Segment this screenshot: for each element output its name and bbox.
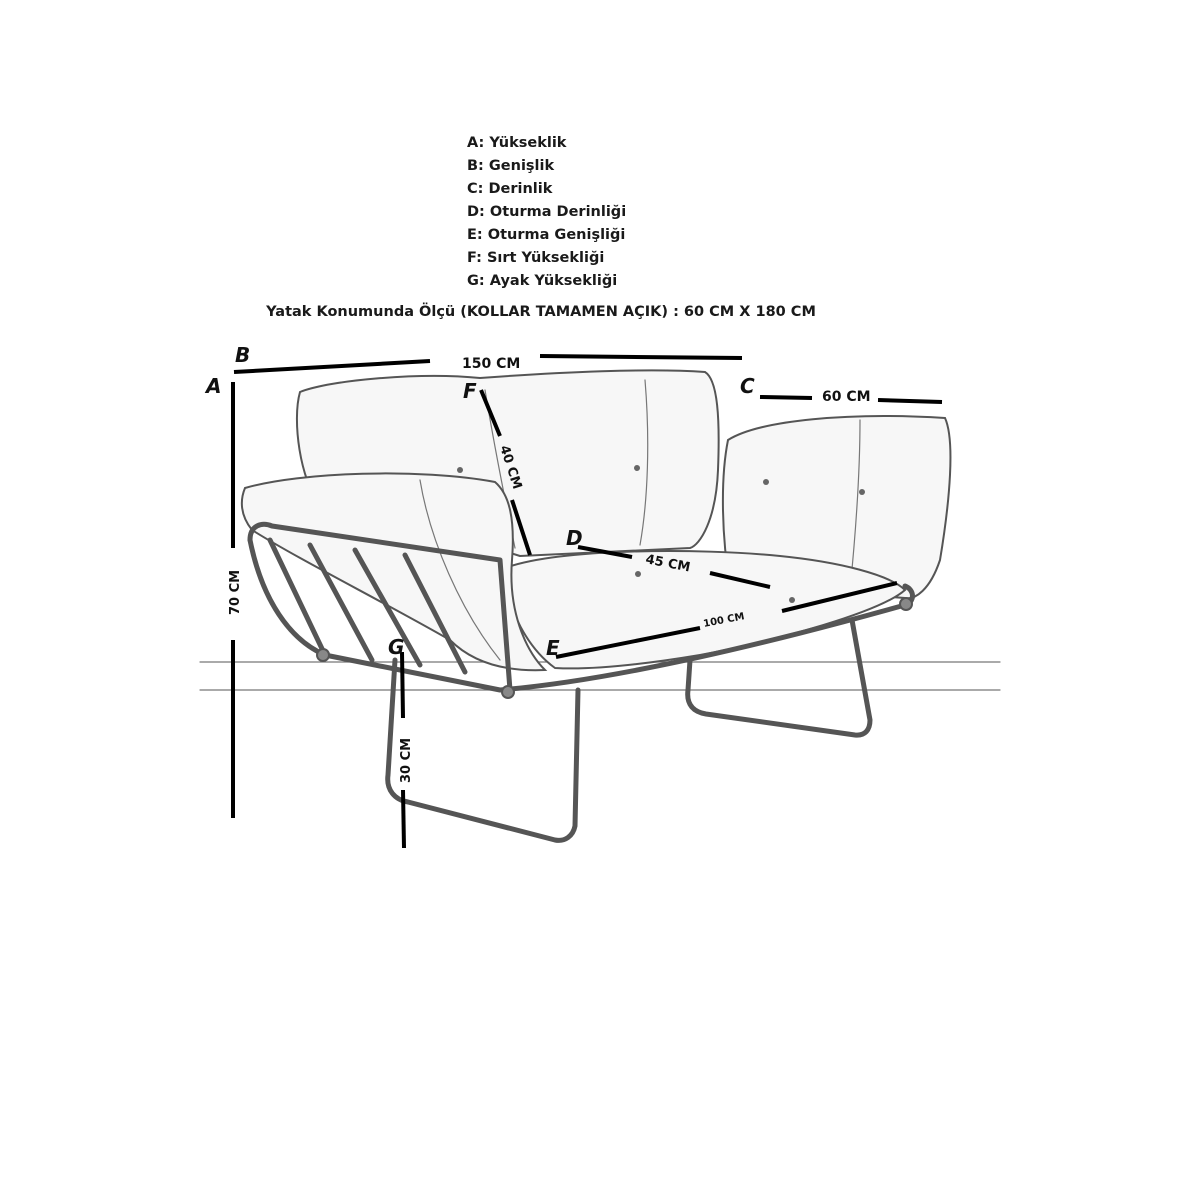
dim-line-b-right — [539, 354, 743, 360]
dim-value-c: 60 CM — [822, 389, 871, 405]
bed-position-note: Yatak Konumunda Ölçü (KOLLAR TAMAMEN AÇI… — [266, 304, 816, 320]
dim-line-g-upper — [400, 651, 405, 719]
dim-letter-g: G — [388, 635, 404, 659]
dim-letter-e: E — [546, 636, 560, 660]
dim-line-f-upper — [479, 389, 502, 437]
legend-item-b: B: Genişlik — [467, 158, 555, 174]
dim-value-b: 150 CM — [462, 356, 520, 372]
dim-line-e-left — [555, 626, 701, 659]
dim-line-b-left — [233, 359, 431, 374]
dim-letter-c: C — [740, 374, 755, 398]
dim-line-g-lower — [401, 789, 406, 849]
left-arm-cushion — [240, 472, 548, 672]
dim-letter-f: F — [463, 379, 477, 403]
legend-item-a: A: Yükseklik — [467, 135, 567, 151]
right-arm-cushion — [721, 415, 952, 600]
dim-letter-a: A — [204, 374, 221, 398]
legend-item-d: D: Oturma Derinliği — [467, 204, 627, 220]
legend-item-g: G: Ayak Yüksekliği — [467, 273, 618, 289]
dim-value-a: 70 CM — [228, 570, 243, 615]
dimension-letters: A B C D E F G — [204, 343, 755, 660]
dim-line-c-right — [877, 398, 943, 404]
legend-item-c: C: Derinlik — [467, 181, 553, 197]
dimension-legend: A: Yükseklik B: Genişlik C: Derinlik D: … — [467, 132, 626, 293]
dim-letter-b: B — [235, 343, 250, 367]
dim-letter-d: D — [566, 526, 583, 550]
seat-cushion — [503, 550, 907, 670]
dim-line-c-left — [759, 395, 813, 400]
metal-frame — [247, 521, 915, 843]
dim-value-g: 30 CM — [399, 738, 414, 783]
dim-line-d-right — [709, 571, 771, 589]
legend-item-e: E: Oturma Genişliği — [467, 227, 626, 243]
dim-line-d-left — [577, 545, 633, 559]
dim-line-f-lower — [510, 499, 532, 556]
dim-line-e-right — [781, 581, 898, 613]
legend-item-f: F: Sırt Yüksekliği — [467, 250, 605, 266]
dimension-lines — [231, 354, 943, 849]
